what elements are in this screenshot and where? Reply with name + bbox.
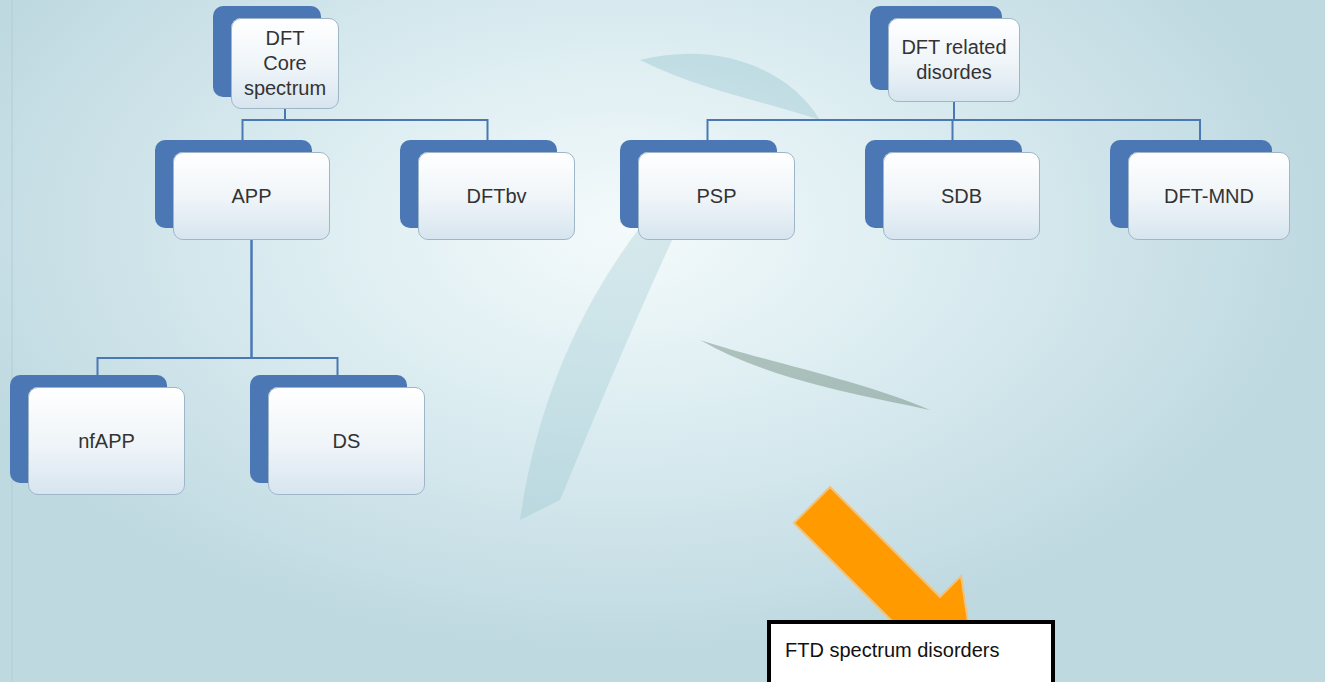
category-box: DFT Core spectrum bbox=[231, 18, 339, 109]
variant-box: DS bbox=[268, 387, 425, 495]
summary-box: FTD spectrum disorders bbox=[767, 620, 1055, 682]
node-label: DFT related disordes bbox=[900, 35, 1008, 85]
frame-line bbox=[12, 0, 13, 682]
variant-box: nfAPP bbox=[28, 387, 185, 495]
tree-connector bbox=[243, 109, 286, 152]
subtype-box: DFTbv bbox=[418, 152, 575, 240]
tree-connector bbox=[252, 240, 338, 387]
tree-connector bbox=[285, 109, 488, 152]
node-label: PSP bbox=[696, 184, 736, 209]
subtype-box: DFT-MND bbox=[1128, 152, 1290, 240]
tree-connector bbox=[98, 240, 252, 387]
node-label: DFT-MND bbox=[1164, 184, 1254, 209]
subtype-box: SDB bbox=[883, 152, 1040, 240]
subtype-box: PSP bbox=[638, 152, 795, 240]
node-label: SDB bbox=[941, 184, 982, 209]
node-label: DFTbv bbox=[467, 184, 527, 209]
feather-decoration bbox=[640, 54, 820, 120]
tree-connector bbox=[708, 102, 955, 152]
feather-decoration bbox=[700, 340, 930, 410]
node-label: DS bbox=[333, 429, 361, 454]
category-box: DFT related disordes bbox=[888, 18, 1020, 102]
subtype-box: APP bbox=[173, 152, 330, 240]
tree-connector bbox=[954, 102, 1200, 152]
node-label: FTD spectrum disorders bbox=[785, 638, 1000, 663]
node-label: DFT Core spectrum bbox=[243, 26, 327, 101]
node-label: nfAPP bbox=[78, 429, 135, 454]
node-label: APP bbox=[231, 184, 271, 209]
